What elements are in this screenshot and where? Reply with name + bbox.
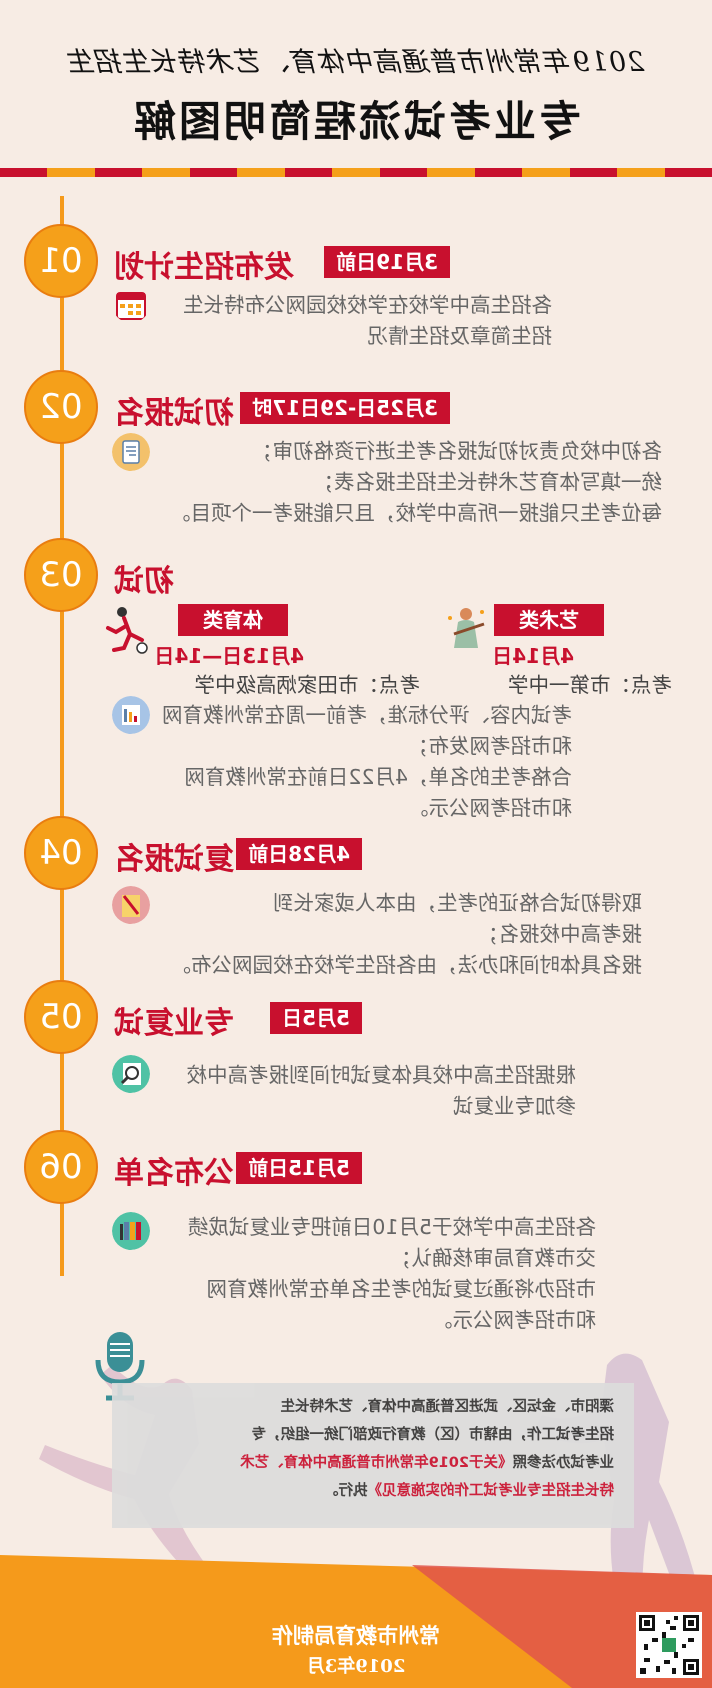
footer-org: 常州市教育局制作: [272, 1623, 440, 1648]
page-subtitle: 2019年常州市普通高中体育、艺术特长生招生: [67, 47, 645, 78]
sports-exam-date: 4月13日—14日: [154, 644, 304, 668]
step-06-line: 各招生高中学校于5月10日前把专业复试成绩: [187, 1215, 596, 1239]
step-02-line: 各初中校负责对初试报名考生进行资格初审；: [252, 439, 662, 463]
folders-icon: [112, 1212, 150, 1250]
note-line: 招生考试工作，由辖市（区）教育行政部门统一组织，专: [251, 1427, 615, 1443]
violinist-icon: [448, 608, 485, 648]
step-05-date-badge: 5月5日: [270, 1002, 362, 1034]
step-03-line: 合格考生的名单，4月22日前在常州教育网: [184, 765, 572, 789]
step-06-line: 交市教育局审核确认；: [391, 1246, 596, 1270]
step-01-text: 各招生高中学校在学校校园网公布特长生 招生简章及招生情况: [183, 290, 552, 352]
note-line: 业考试办法参照《关于2019年常州市普通高中体育、艺术: [124, 1449, 614, 1477]
step-05-heading: 专业复试: [114, 1006, 234, 1041]
step-02-line: 每位考生只能报一所高中学校，且只能报考一个项目。: [170, 501, 662, 525]
step-06-number: 06: [24, 1130, 98, 1204]
qr-code-icon: [636, 1612, 702, 1678]
step-03-text: 考试内容、评分标准，考前一周在常州教育网 和市招考网发布； 合格考生的名单，4月…: [162, 700, 572, 824]
step-03-number: 03: [24, 538, 98, 612]
arts-exam-date: 4月14日: [492, 644, 574, 668]
step-02-number: 02: [24, 370, 98, 444]
step-04-line: 报考高中校报名；: [478, 922, 642, 946]
step-05-line: 根据招生高中校具体复试时间到报考高中校: [186, 1063, 577, 1087]
soccer-player-icon: [106, 607, 148, 654]
step-04-date-badge: 4月28日前: [236, 838, 362, 870]
sports-category-badge: 体育类: [178, 604, 288, 636]
magnifier-icon: [112, 1055, 150, 1093]
header-stripe: [0, 168, 712, 177]
step-03-heading: 初试: [114, 564, 174, 599]
note-line: 溧阳市、金坛区、武进区普通高中体育、艺术特长生: [280, 1399, 615, 1415]
note-text-plain: 执行。: [324, 1483, 368, 1499]
clipboard-icon: [112, 433, 150, 471]
step-01-line: 各招生高中学校在学校校园网公布特长生: [183, 293, 552, 317]
step-06-line: 和市招考网公示。: [432, 1308, 596, 1332]
step-06-line: 市招办将通过复试的考生名单在常州教育网: [206, 1277, 597, 1301]
step-04-line: 取得初试合格证的考生，由本人或家长到: [273, 891, 642, 915]
step-02-date-badge: 3月25日-29日17时: [240, 392, 450, 424]
step-05-text: 根据招生高中校具体复试时间到报考高中校 参加专业复试: [187, 1060, 577, 1122]
step-03-line: 和市招考网公示。: [408, 796, 572, 820]
note-text-plain: 业考试办法参照: [512, 1455, 615, 1471]
footer-date: 2019年3月: [306, 1656, 406, 1677]
step-03-line: 考试内容、评分标准，考前一周在常州教育网: [162, 703, 572, 727]
note-box: 溧阳市、金坛区、武进区普通高中体育、艺术特长生 招生考试工作，由辖市（区）教育行…: [112, 1383, 634, 1528]
step-01-heading: 发布招生计划: [114, 250, 294, 285]
step-04-text: 取得初试合格证的考生，由本人或家长到 报考高中校报名； 报名具体时间和办法，由各…: [171, 888, 643, 981]
step-04-line: 报名具体时间和办法，由各招生学校在校园网公布。: [170, 953, 643, 977]
step-01-date-badge: 3月19日前: [324, 246, 450, 278]
page-title: 专业考试流程简明图解: [131, 97, 582, 146]
step-04-heading: 复试报名: [114, 842, 234, 877]
step-01-line: 招生简章及招生情况: [367, 324, 553, 348]
note-text: 溧阳市、金坛区、武进区普通高中体育、艺术特长生 招生考试工作，由辖市（区）教育行…: [124, 1393, 614, 1505]
step-05-number: 05: [24, 980, 98, 1054]
step-06-heading: 公布名单: [114, 1156, 234, 1191]
step-02-heading: 初试报名: [114, 396, 234, 431]
report-icon: [112, 696, 150, 734]
note-document-title: 《关于2019年常州市普通高中体育、艺术: [240, 1455, 513, 1471]
step-03-line: 和市招考网发布；: [408, 734, 572, 758]
sports-exam-venue: 考点：市田家炳高级中学: [194, 673, 421, 697]
step-06-text: 各招生高中学校于5月10日前把专业复试成绩 交市教育局审核确认； 市招办将通过复…: [188, 1212, 596, 1336]
step-06-date-badge: 5月15日前: [236, 1152, 362, 1184]
step-05-line: 参加专业复试: [453, 1094, 576, 1118]
step-04-number: 04: [24, 816, 98, 890]
pencil-note-icon: [112, 886, 150, 924]
calendar-icon: [116, 292, 146, 320]
arts-exam-venue: 考点：市第一中学: [508, 673, 672, 697]
timeline-line: [60, 196, 64, 1276]
step-02-line: 统一填写体育艺术特长生招生报名表；: [313, 470, 663, 494]
note-document-title-cont: 特长生招生专业考试工作的实施意见》: [367, 1483, 615, 1499]
step-02-text: 各初中校负责对初试报名考生进行资格初审； 统一填写体育艺术特长生招生报名表； 每…: [170, 436, 662, 529]
step-01-number: 01: [24, 224, 98, 298]
note-line: 特长生招生专业考试工作的实施意见》执行。: [124, 1477, 614, 1505]
arts-category-badge: 艺术类: [494, 604, 604, 636]
